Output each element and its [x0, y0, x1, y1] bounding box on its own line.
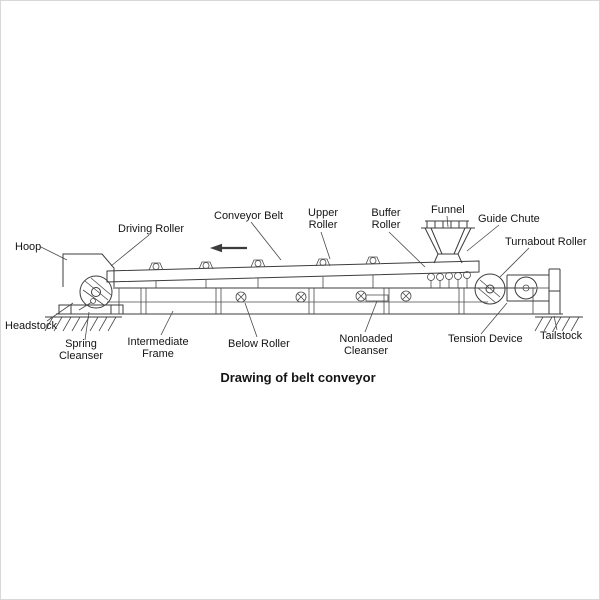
nonloaded-cleanser-shape	[365, 294, 389, 302]
label-conveyor-belt: Conveyor Belt	[214, 210, 283, 222]
label-headstock: Headstock	[5, 320, 57, 332]
buffer-rollers	[427, 271, 471, 288]
upper-rollers	[148, 256, 381, 288]
label-tailstock: Tailstock	[540, 330, 583, 342]
label-intermediate-frame-line2: Frame	[142, 348, 174, 360]
label-upper-roller-line1: Upper	[308, 207, 338, 219]
hoop-shape	[62, 253, 115, 287]
belt-top-run	[106, 260, 480, 283]
figure-title: Drawing of belt conveyor	[220, 370, 375, 385]
ground-hatch-right	[534, 316, 580, 332]
label-nonloaded-cleanser-line2: Cleanser	[344, 345, 388, 357]
label-buffer-roller-line2: Roller	[372, 219, 401, 231]
leader-lines	[40, 215, 558, 341]
label-spring-cleanser-line2: Cleanser	[59, 350, 103, 362]
label-turnabout-roller: Turnabout Roller	[505, 236, 587, 248]
below-rollers	[235, 290, 412, 303]
tension-device-shape	[506, 274, 549, 302]
label-tension-device: Tension Device	[448, 333, 523, 345]
turnabout-roller-shape	[474, 273, 506, 305]
conveyor-belt-shape	[106, 243, 488, 303]
label-guide-chute: Guide Chute	[478, 213, 540, 225]
label-below-roller: Below Roller	[228, 338, 290, 350]
tailstock-shape	[548, 268, 561, 314]
label-spring-cleanser-line1: Spring	[65, 338, 97, 350]
label-funnel: Funnel	[431, 204, 465, 216]
ground-hatch-left	[44, 316, 117, 332]
label-intermediate-frame-line1: Intermediate	[127, 336, 188, 348]
label-hoop: Hoop	[15, 241, 41, 253]
driving-roller-shape	[79, 275, 113, 309]
belt-direction-arrow	[210, 243, 247, 253]
intermediate-frame	[56, 287, 563, 315]
guide-chute-shape	[433, 253, 463, 264]
headstock-shape	[58, 304, 124, 314]
funnel-shape	[421, 220, 475, 255]
labels: Hoop Driving Roller Conveyor Belt Upper …	[5, 204, 587, 362]
label-nonloaded-cleanser-line1: Nonloaded	[339, 333, 392, 345]
spring-cleanser-shape	[78, 298, 96, 311]
label-driving-roller: Driving Roller	[118, 223, 184, 235]
label-upper-roller-line2: Roller	[309, 219, 338, 231]
ground	[44, 316, 583, 332]
label-buffer-roller-line1: Buffer	[371, 207, 400, 219]
